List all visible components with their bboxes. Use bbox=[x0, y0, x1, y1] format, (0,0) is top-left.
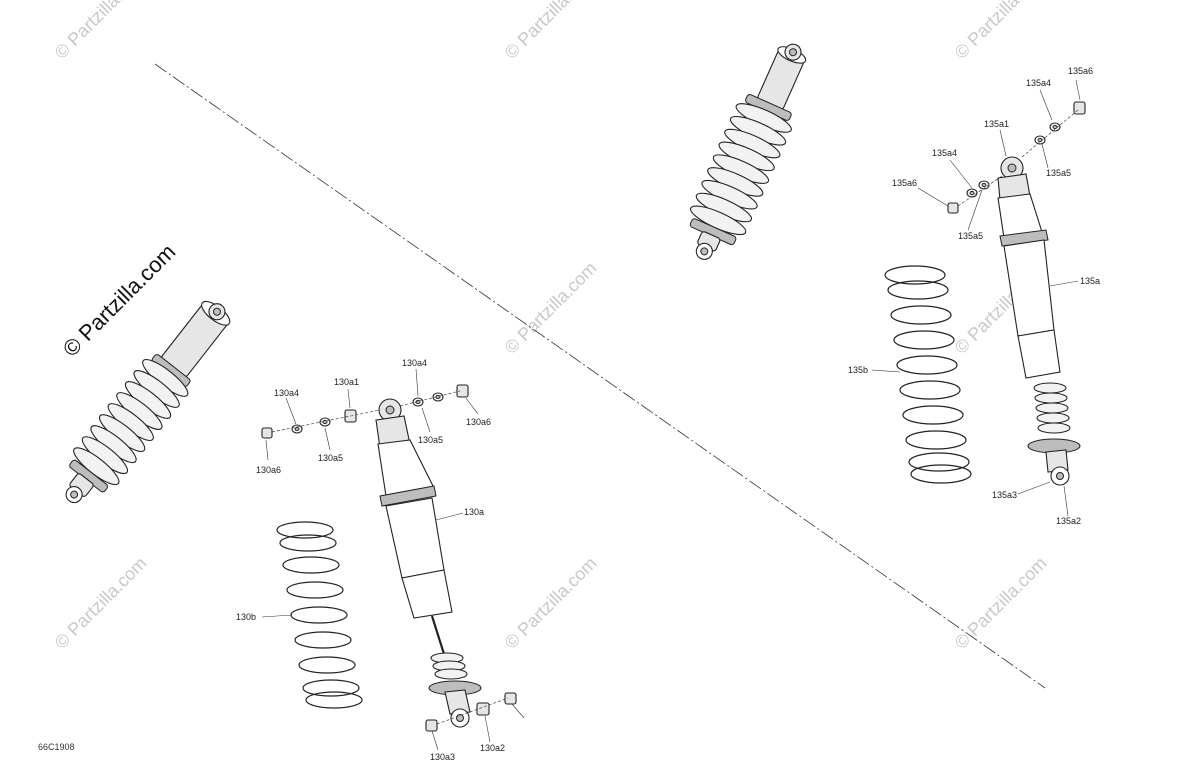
watermark: © Partzilla.com bbox=[51, 553, 151, 653]
label-130a1: 130a1 bbox=[334, 377, 359, 387]
label-135a4: 135a4 bbox=[1026, 78, 1051, 88]
label-130a6: 130a6 bbox=[466, 417, 491, 427]
watermark: © Partzilla.com bbox=[51, 0, 151, 63]
label-135a2: 135a2 bbox=[1056, 516, 1081, 526]
label-135a4: 135a4 bbox=[932, 148, 957, 158]
watermark: © Partzilla.com bbox=[501, 258, 601, 358]
watermark-primary: © Partzilla.com bbox=[58, 239, 181, 362]
assembled-shock-front bbox=[65, 300, 231, 504]
watermark: © Partzilla.com bbox=[501, 553, 601, 653]
label-130a4: 130a4 bbox=[402, 358, 427, 368]
divider-line bbox=[154, 63, 1046, 689]
leader-lines bbox=[261, 79, 1081, 751]
label-130a5: 130a5 bbox=[418, 435, 443, 445]
spring-135b bbox=[884, 265, 972, 484]
label-135a1: 135a1 bbox=[984, 119, 1009, 129]
label-130a5: 130a5 bbox=[318, 453, 343, 463]
label-135a6: 135a6 bbox=[1068, 66, 1093, 76]
part-labels: 130a 130a1 130a2 130a3 130a4 130a4 130a5… bbox=[236, 66, 1100, 762]
watermark: © Partzilla.com bbox=[501, 0, 601, 63]
diagram-reference-code: 66C1908 bbox=[38, 742, 75, 752]
label-130a2: 130a2 bbox=[480, 743, 505, 753]
hardware-130-left bbox=[261, 409, 381, 439]
hardware-130-bottom bbox=[425, 692, 517, 732]
label-135b: 135b bbox=[848, 365, 868, 375]
hardware-130-right bbox=[399, 384, 469, 407]
label-130a3: 130a3 bbox=[430, 752, 455, 762]
hardware-135-left bbox=[947, 175, 1003, 214]
label-135a5: 135a5 bbox=[1046, 168, 1071, 178]
label-135a6: 135a6 bbox=[892, 178, 917, 188]
watermark: © Partzilla.com bbox=[951, 0, 1051, 63]
label-130a6: 130a6 bbox=[256, 465, 281, 475]
label-130a4: 130a4 bbox=[274, 388, 299, 398]
watermark: © Partzilla.com bbox=[951, 553, 1051, 653]
label-135a3: 135a3 bbox=[992, 490, 1017, 500]
label-135a: 135a bbox=[1080, 276, 1100, 286]
label-135a5: 135a5 bbox=[958, 231, 983, 241]
shock-body-135a bbox=[997, 156, 1081, 486]
label-130b: 130b bbox=[236, 612, 256, 622]
hardware-135-right bbox=[1021, 101, 1086, 158]
label-130a: 130a bbox=[464, 507, 484, 517]
assembled-shock-rear bbox=[689, 43, 807, 260]
shock-body-130a bbox=[375, 398, 482, 728]
